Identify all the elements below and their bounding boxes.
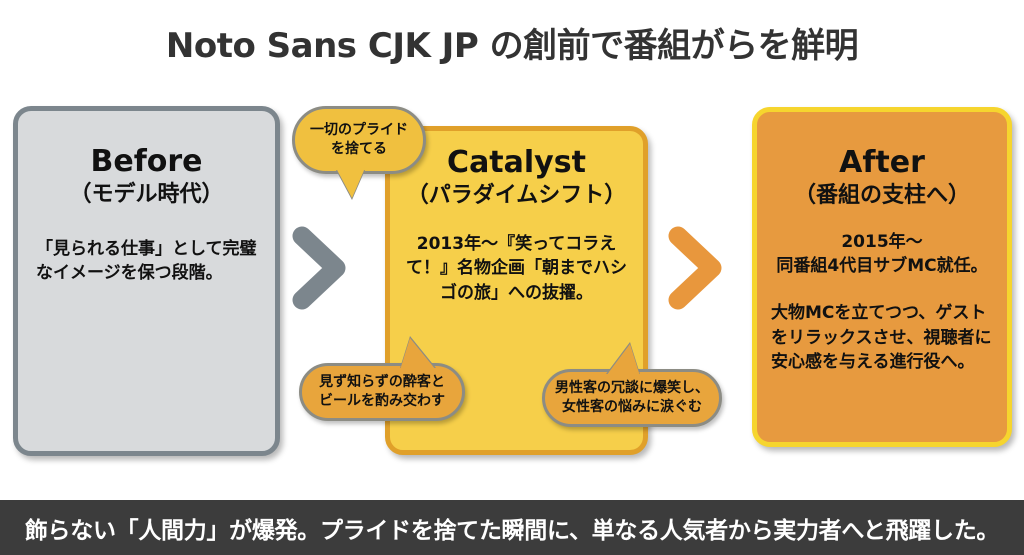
before-heading: Before — [90, 144, 203, 179]
callout-bubble-sake: 見ず知らずの酔客と ビールを酌み交わす — [299, 363, 465, 421]
arrow-chevron-catalyst-to-after — [668, 226, 726, 314]
bubble-tail-pride — [336, 168, 365, 198]
callout-bubble-pride: 一切のプライド を捨てる — [292, 106, 426, 174]
callout-bubble-laugh: 男性客の冗談に爆笑し、 女性客の悩みに涙ぐむ — [542, 369, 722, 427]
callout-bubble-laugh-text: 男性客の冗談に爆笑し、 女性客の悩みに涙ぐむ — [555, 380, 709, 415]
chevron-right-icon — [668, 226, 722, 310]
chevron-right-icon — [292, 226, 346, 310]
page-title: Noto Sans CJK JP の創前で番組がらを觧明 — [165, 26, 859, 66]
arrow-chevron-before-to-catalyst — [292, 226, 350, 314]
after-heading: After — [839, 145, 925, 180]
stage-card-after: After （番組の支柱へ） 2015年〜 同番組4代目サブMC就任。 大物MC… — [752, 107, 1012, 447]
callout-bubble-pride-text: 一切のプライド を捨てる — [310, 122, 408, 157]
before-subheading: （モデル時代） — [69, 181, 224, 207]
bottom-summary-banner: 飾らない「人間力」が爆発。プライドを捨てた瞬間に、単なる人気者から実力者へと飛躍… — [0, 500, 1024, 555]
catalyst-heading: Catalyst — [447, 145, 586, 180]
stage-card-before: Before （モデル時代） 「見られる仕事」として完璧なイメージを保つ段階。 — [13, 106, 280, 456]
before-body-text: 「見られる仕事」として完璧なイメージを保つ段階。 — [36, 238, 257, 284]
bubble-tail-sake — [400, 338, 436, 370]
catalyst-subheading: （パラダイムシフト） — [406, 182, 627, 208]
bubble-tail-laugh — [606, 344, 640, 376]
after-subheading: （番組の支柱へ） — [793, 182, 970, 208]
after-body-text: 2015年〜 同番組4代目サブMC就任。 — [776, 231, 988, 277]
after-body-text-secondary: 大物MCを立てつつ、ゲストをリラックスさせ、視聴者に安心感を与える進行役へ。 — [771, 302, 992, 373]
callout-bubble-sake-text: 見ず知らずの酔客と ビールを酌み交わす — [319, 374, 445, 409]
bottom-summary-text: 飾らない「人間力」が爆発。プライドを捨てた瞬間に、単なる人気者から実力者へと飛躍… — [24, 517, 1000, 544]
catalyst-body-text: 2013年〜『笑ってコラえて！』名物企画「朝までハシゴの旅」への抜擢。 — [406, 233, 627, 303]
